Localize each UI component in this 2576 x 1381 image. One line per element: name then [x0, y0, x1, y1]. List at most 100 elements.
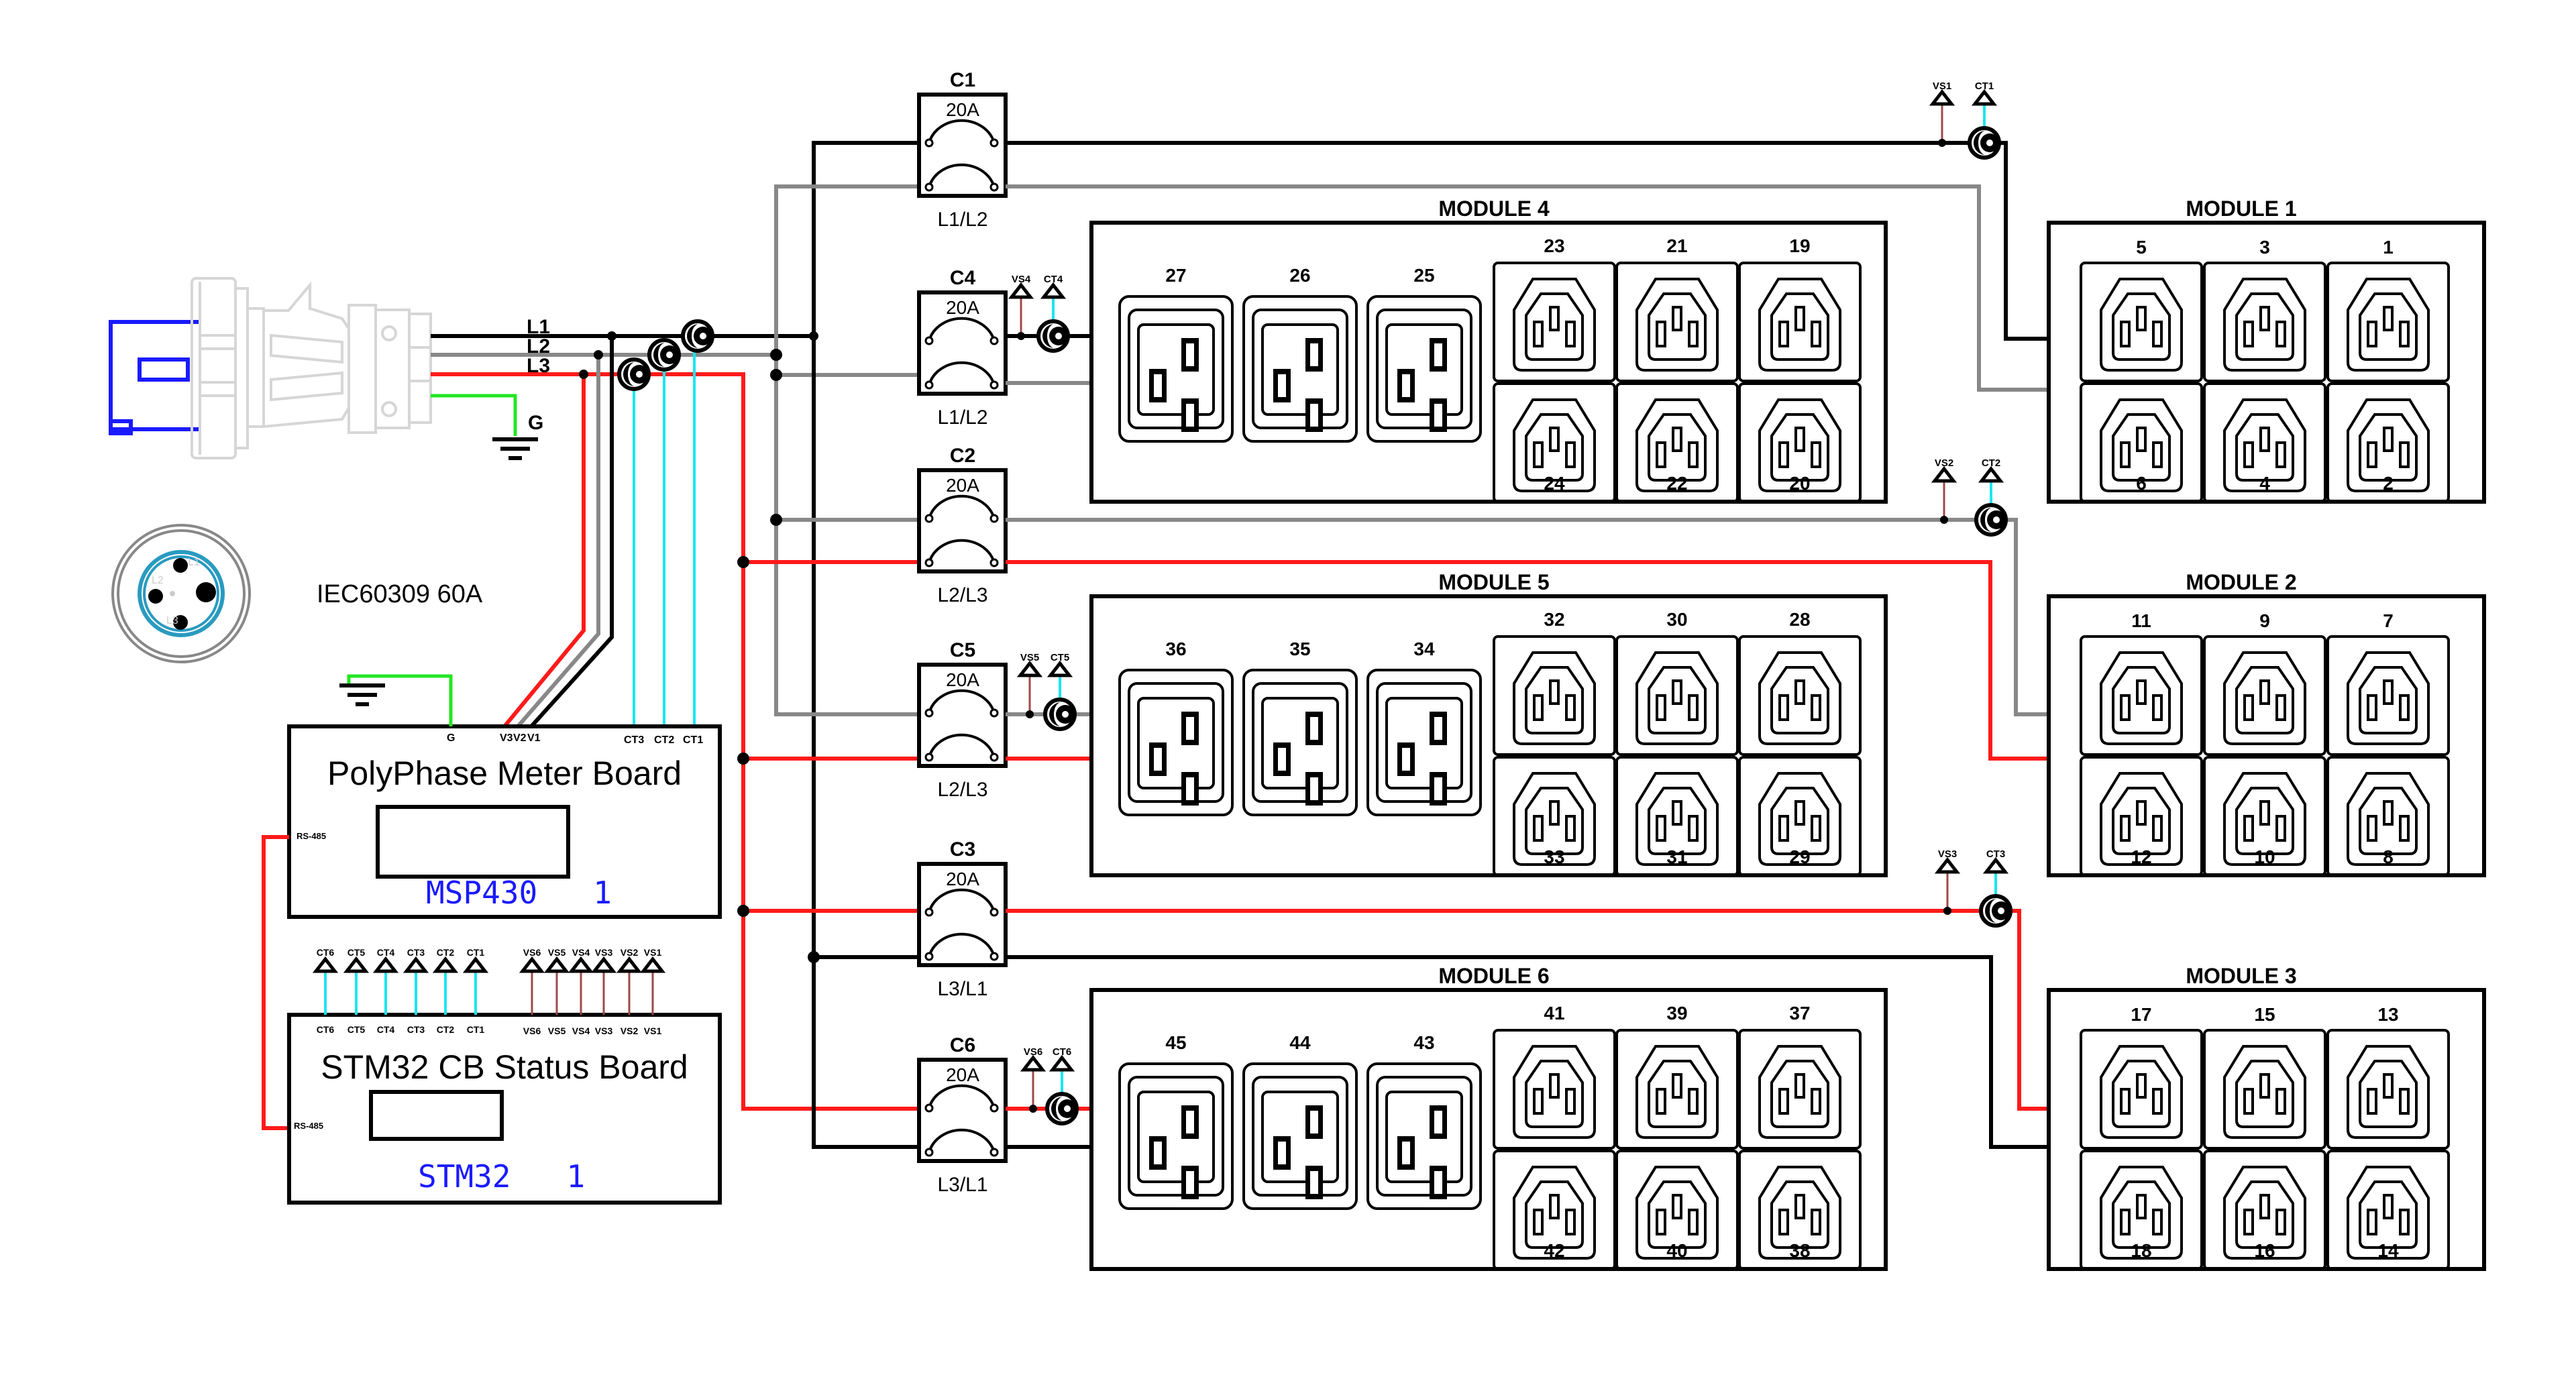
breakers: C120AL1/L2C420AL1/L2C220AL2/L3C520AL2/L3… [917, 69, 1008, 1196]
current-transformer-icon [1038, 321, 1068, 351]
pin-label-l2: L2 [152, 575, 164, 586]
meter-ground-icon [339, 685, 385, 704]
breaker-id: C6 [950, 1034, 975, 1056]
vs-terminal-icon [1012, 285, 1030, 297]
ct-label: CT3 [1986, 848, 2005, 860]
breaker-id: C3 [950, 838, 975, 861]
breaker-contact-icon [928, 317, 996, 341]
ct-pin-label: CT3 [407, 1024, 425, 1035]
status-rs485-label: RS-485 [294, 1121, 323, 1131]
ct-terminal-icon [1986, 860, 2005, 872]
outlet-number: 33 [1544, 846, 1564, 867]
ct-terminal-icon [316, 959, 335, 971]
module-title: MODULE 1 [2186, 197, 2296, 221]
vs-label: VS1 [1933, 80, 1951, 92]
breaker-contact-icon [928, 361, 996, 386]
current-transformer-icon [1970, 128, 1999, 158]
status-board-title: STM32 CB Status Board [321, 1048, 688, 1086]
vs-terminal-icon [572, 959, 590, 971]
breaker-contact-icon [928, 539, 996, 563]
ct-terminal-label: CT4 [377, 947, 395, 958]
outlet-number: 26 [1289, 265, 1310, 286]
breaker-id: C1 [950, 69, 975, 91]
breaker-contact-icon [928, 888, 996, 913]
outlet-number: 31 [1666, 846, 1687, 867]
ct-terminal-icon [466, 959, 485, 971]
outlet-number: 29 [1789, 846, 1810, 867]
breaker-rating: 20A [946, 297, 979, 318]
vs-pin-label: VS3 [595, 1026, 613, 1036]
vs-label: VS3 [1938, 848, 1957, 860]
ct-terminal-icon [1051, 663, 1069, 675]
status-chip-label: STM32 1 [418, 1158, 585, 1195]
outlet-number: 39 [1666, 1003, 1687, 1024]
breaker-contact-icon [928, 119, 996, 144]
outlet-number: 9 [2259, 610, 2270, 631]
breaker-contact-icon [928, 689, 996, 714]
vs-terminal-icon [1938, 860, 1957, 872]
outlet-number: 42 [1544, 1240, 1564, 1261]
ct-pin-label: CT4 [377, 1024, 395, 1035]
meter-rs485-label: RS-485 [297, 831, 326, 841]
breaker-contact-icon [928, 733, 996, 758]
vs-terminal-label: VS6 [523, 947, 541, 958]
outlet-number: 38 [1789, 1240, 1810, 1261]
vs-terminal-label: VS5 [548, 947, 566, 958]
outlet-number: 1 [2383, 237, 2394, 258]
breaker-c2: C2 20A L2/L3 [917, 445, 1008, 606]
breaker-contact-icon [928, 1084, 996, 1109]
breaker-contact-icon [928, 932, 996, 957]
outlet-number: 11 [2131, 610, 2151, 631]
ct-label: CT6 [1053, 1046, 1071, 1058]
current-transformer-icon [1976, 505, 2006, 535]
outlet-number: 27 [1165, 265, 1186, 286]
ct-pin-label: CT6 [317, 1024, 335, 1035]
ct-terminal-icon [1044, 285, 1063, 297]
outlet-number: 36 [1165, 639, 1186, 659]
vs-terminal-label: VS1 [644, 947, 662, 958]
outlet-number: 19 [1789, 235, 1810, 256]
current-transformer-icon [1981, 896, 2010, 926]
vs-terminal-icon [594, 959, 613, 971]
outlet-number: 21 [1666, 235, 1687, 256]
outlet-number: 32 [1544, 609, 1564, 630]
ct-pin-label: CT1 [467, 1024, 485, 1035]
module-title: MODULE 6 [1438, 964, 1549, 988]
breaker-id: C2 [950, 445, 975, 467]
outlet-number: 22 [1666, 473, 1687, 494]
module-title: MODULE 2 [2186, 570, 2296, 594]
vs-terminal-icon [1933, 92, 1951, 104]
outlet-number: 15 [2254, 1004, 2275, 1025]
breaker-id: C5 [950, 639, 975, 661]
ct-terminal-icon [436, 959, 455, 971]
vs-pin-label: VS6 [523, 1026, 541, 1036]
vs-terminal-label: VS4 [572, 947, 590, 958]
breaker-contact-icon [928, 494, 996, 519]
outlet-number: 6 [2136, 473, 2147, 494]
ct-terminal-label: CT1 [467, 947, 485, 958]
pin-ct2: CT2 [654, 734, 674, 746]
vs-label: VS5 [1020, 652, 1039, 663]
breaker-phases: L2/L3 [937, 584, 987, 606]
ct-terminal-icon [376, 959, 395, 971]
outlet-number: 2 [2383, 473, 2394, 494]
outlet-number: 13 [2377, 1004, 2398, 1025]
l2-bus [774, 184, 919, 716]
vs-terminal-icon [547, 959, 566, 971]
outlet-number: 5 [2136, 237, 2147, 258]
pin-g: G [447, 732, 455, 744]
breaker-rating: 20A [946, 475, 979, 496]
outlet-number: 45 [1165, 1032, 1186, 1053]
outlet-number: 7 [2383, 610, 2394, 631]
outlet-number: 20 [1789, 473, 1810, 494]
pin-v2: V2 [513, 732, 527, 744]
